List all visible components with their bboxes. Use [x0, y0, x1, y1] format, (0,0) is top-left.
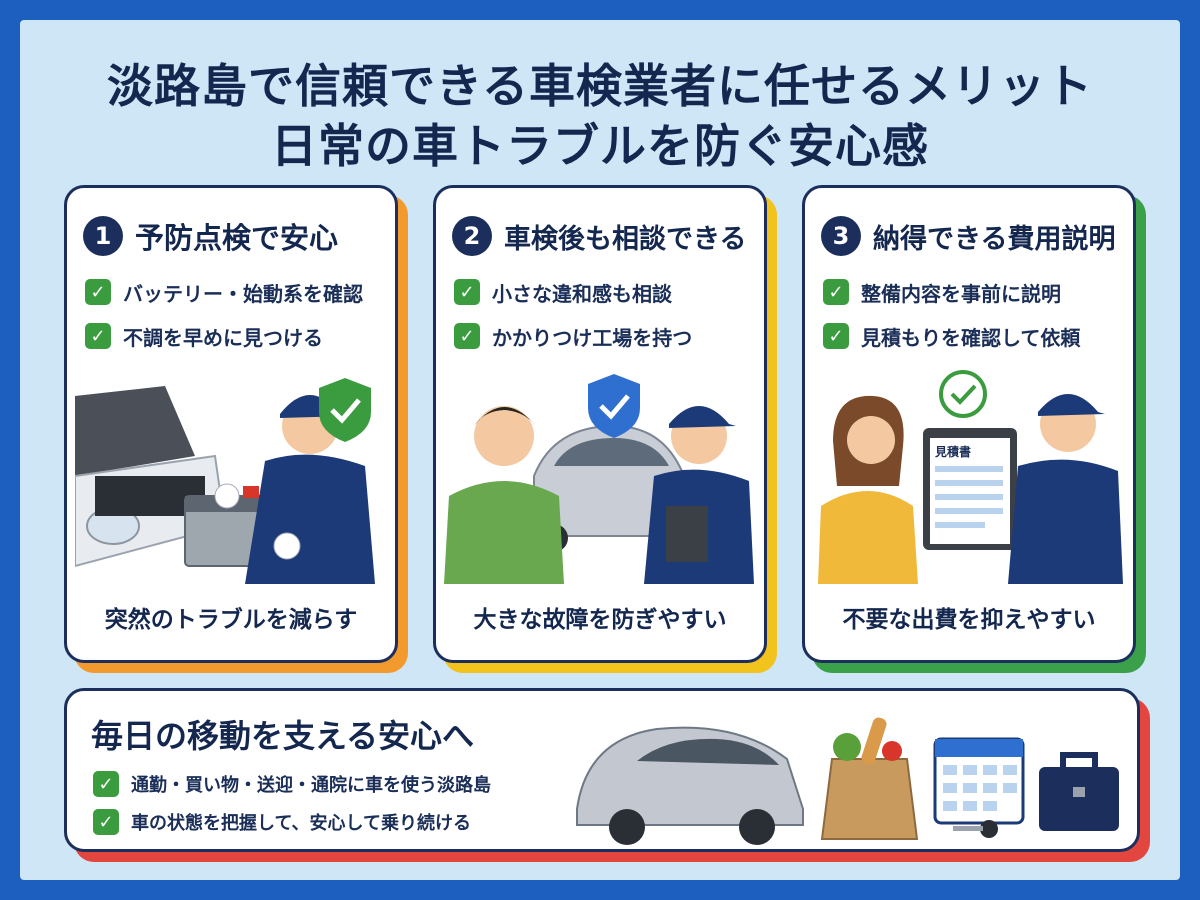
mechanic-battery-illustration: [75, 378, 375, 584]
panel-body: 毎日の移動を支える安心へ ✓ 通勤・買い物・送迎・通院に車を使う淡路島 ✓ 車の…: [64, 688, 1140, 852]
clipboard-icon: [666, 506, 708, 562]
check-item-text: 通勤・買い物・送迎・通院に車を使う淡路島: [131, 775, 491, 796]
check-item: ✓ 小さな違和感も相談: [454, 270, 692, 314]
card-body: 1 予防点検で安心 ✓ バッテリー・始動系を確認 ✓ 不調を早めに見つける: [64, 185, 398, 663]
check-item: ✓ かかりつけ工場を持つ: [454, 314, 692, 358]
check-item-text: 不調を早めに見つける: [123, 325, 323, 350]
car-key-icon: [980, 820, 998, 838]
daily-life-illustration: [576, 717, 1119, 845]
check-square-icon: ✓: [85, 323, 111, 349]
grocery-bag-icon: [820, 758, 919, 840]
check-item-text: かかりつけ工場を持つ: [492, 325, 693, 350]
page-title-line2: 日常の車トラブルを防ぐ安心感: [271, 119, 929, 173]
panel-checklist: ✓ 通勤・買い物・送迎・通院に車を使う淡路島 ✓ 車の状態を把握して、安心して乗…: [93, 765, 491, 841]
check-item: ✓ 見積もりを確認して依頼: [823, 314, 1080, 358]
check-item-text: バッテリー・始動系を確認: [123, 281, 363, 306]
estimate-document-label: 見積書: [934, 444, 971, 459]
card-number-badge: 3: [821, 216, 861, 256]
check-item: ✓ 整備内容を事前に説明: [823, 270, 1080, 314]
shield-check-icon: [319, 378, 371, 442]
card-footer: 不要な出費を抑えやすい: [842, 607, 1096, 633]
check-item: ✓ 車の状態を把握して、安心して乗り続ける: [93, 803, 491, 841]
cap-icon: [1038, 394, 1105, 416]
check-square-icon: ✓: [454, 323, 480, 349]
circle-check-icon: [939, 370, 987, 418]
cap-icon: [669, 406, 736, 428]
card-checklist: ✓ 整備内容を事前に説明 ✓ 見積もりを確認して依頼: [823, 270, 1080, 358]
card-title: 納得できる費用説明: [873, 223, 1116, 255]
card-preventive-inspection: 1 予防点検で安心 ✓ バッテリー・始動系を確認 ✓ 不調を早めに見つける: [64, 185, 408, 673]
card-body: 3 納得できる費用説明 ✓ 整備内容を事前に説明 ✓ 見積もりを確認して依頼: [802, 185, 1136, 663]
check-item: ✓ バッテリー・始動系を確認: [85, 270, 363, 314]
panel-title: 毎日の移動を支える安心へ: [91, 717, 475, 755]
check-square-icon: ✓: [454, 279, 480, 305]
infographic-frame: 淡路島で信頼できる車検業者に任せるメリット 日常の車トラブルを防ぐ安心感 1 予…: [20, 20, 1180, 880]
card-checklist: ✓ 小さな違和感も相談 ✓ かかりつけ工場を持つ: [454, 270, 692, 358]
page-title-line1: 淡路島で信頼できる車検業者に任せるメリット: [106, 59, 1094, 113]
customer-mechanic-consult-illustration: [444, 374, 754, 584]
check-item-text: 小さな違和感も相談: [492, 281, 672, 306]
briefcase-icon: [1039, 767, 1119, 831]
card-checklist: ✓ バッテリー・始動系を確認 ✓ 不調を早めに見つける: [85, 270, 363, 358]
estimate-explanation-illustration: 見積書: [818, 370, 1123, 584]
check-item-text: 見積もりを確認して依頼: [861, 325, 1081, 350]
card-title: 車検後も相談できる: [504, 223, 747, 255]
check-item-text: 車の状態を把握して、安心して乗り続ける: [131, 813, 472, 834]
card-post-inspection-consult: 2 車検後も相談できる ✓ 小さな違和感も相談 ✓ かかりつけ工場を持つ: [433, 185, 777, 673]
card-footer: 突然のトラブルを減らす: [104, 607, 358, 633]
check-square-icon: ✓: [93, 771, 119, 797]
card-body: 2 車検後も相談できる ✓ 小さな違和感も相談 ✓ かかりつけ工場を持つ: [433, 185, 767, 663]
card-number-badge: 2: [452, 216, 492, 256]
check-item: ✓ 通勤・買い物・送迎・通院に車を使う淡路島: [93, 765, 491, 803]
card-number-badge: 1: [83, 216, 123, 256]
daily-mobility-panel: 毎日の移動を支える安心へ ✓ 通勤・買い物・送迎・通院に車を使う淡路島 ✓ 車の…: [64, 688, 1150, 862]
check-square-icon: ✓: [85, 279, 111, 305]
check-square-icon: ✓: [93, 809, 119, 835]
card-header: 1 予防点検で安心: [83, 214, 338, 258]
customer-head-icon: [474, 406, 534, 466]
car-hood-icon: [75, 386, 195, 476]
card-header: 2 車検後も相談できる: [452, 214, 746, 258]
check-square-icon: ✓: [823, 279, 849, 305]
card-header: 3 納得できる費用説明: [821, 214, 1115, 258]
check-square-icon: ✓: [823, 323, 849, 349]
check-item: ✓ 不調を早めに見つける: [85, 314, 363, 358]
shield-check-icon: [588, 374, 640, 438]
check-item-text: 整備内容を事前に説明: [861, 281, 1061, 306]
card-cost-explanation: 3 納得できる費用説明 ✓ 整備内容を事前に説明 ✓ 見積もりを確認して依頼: [802, 185, 1146, 673]
card-footer: 大きな故障を防ぎやすい: [473, 607, 727, 633]
card-title: 予防点検で安心: [135, 221, 339, 255]
